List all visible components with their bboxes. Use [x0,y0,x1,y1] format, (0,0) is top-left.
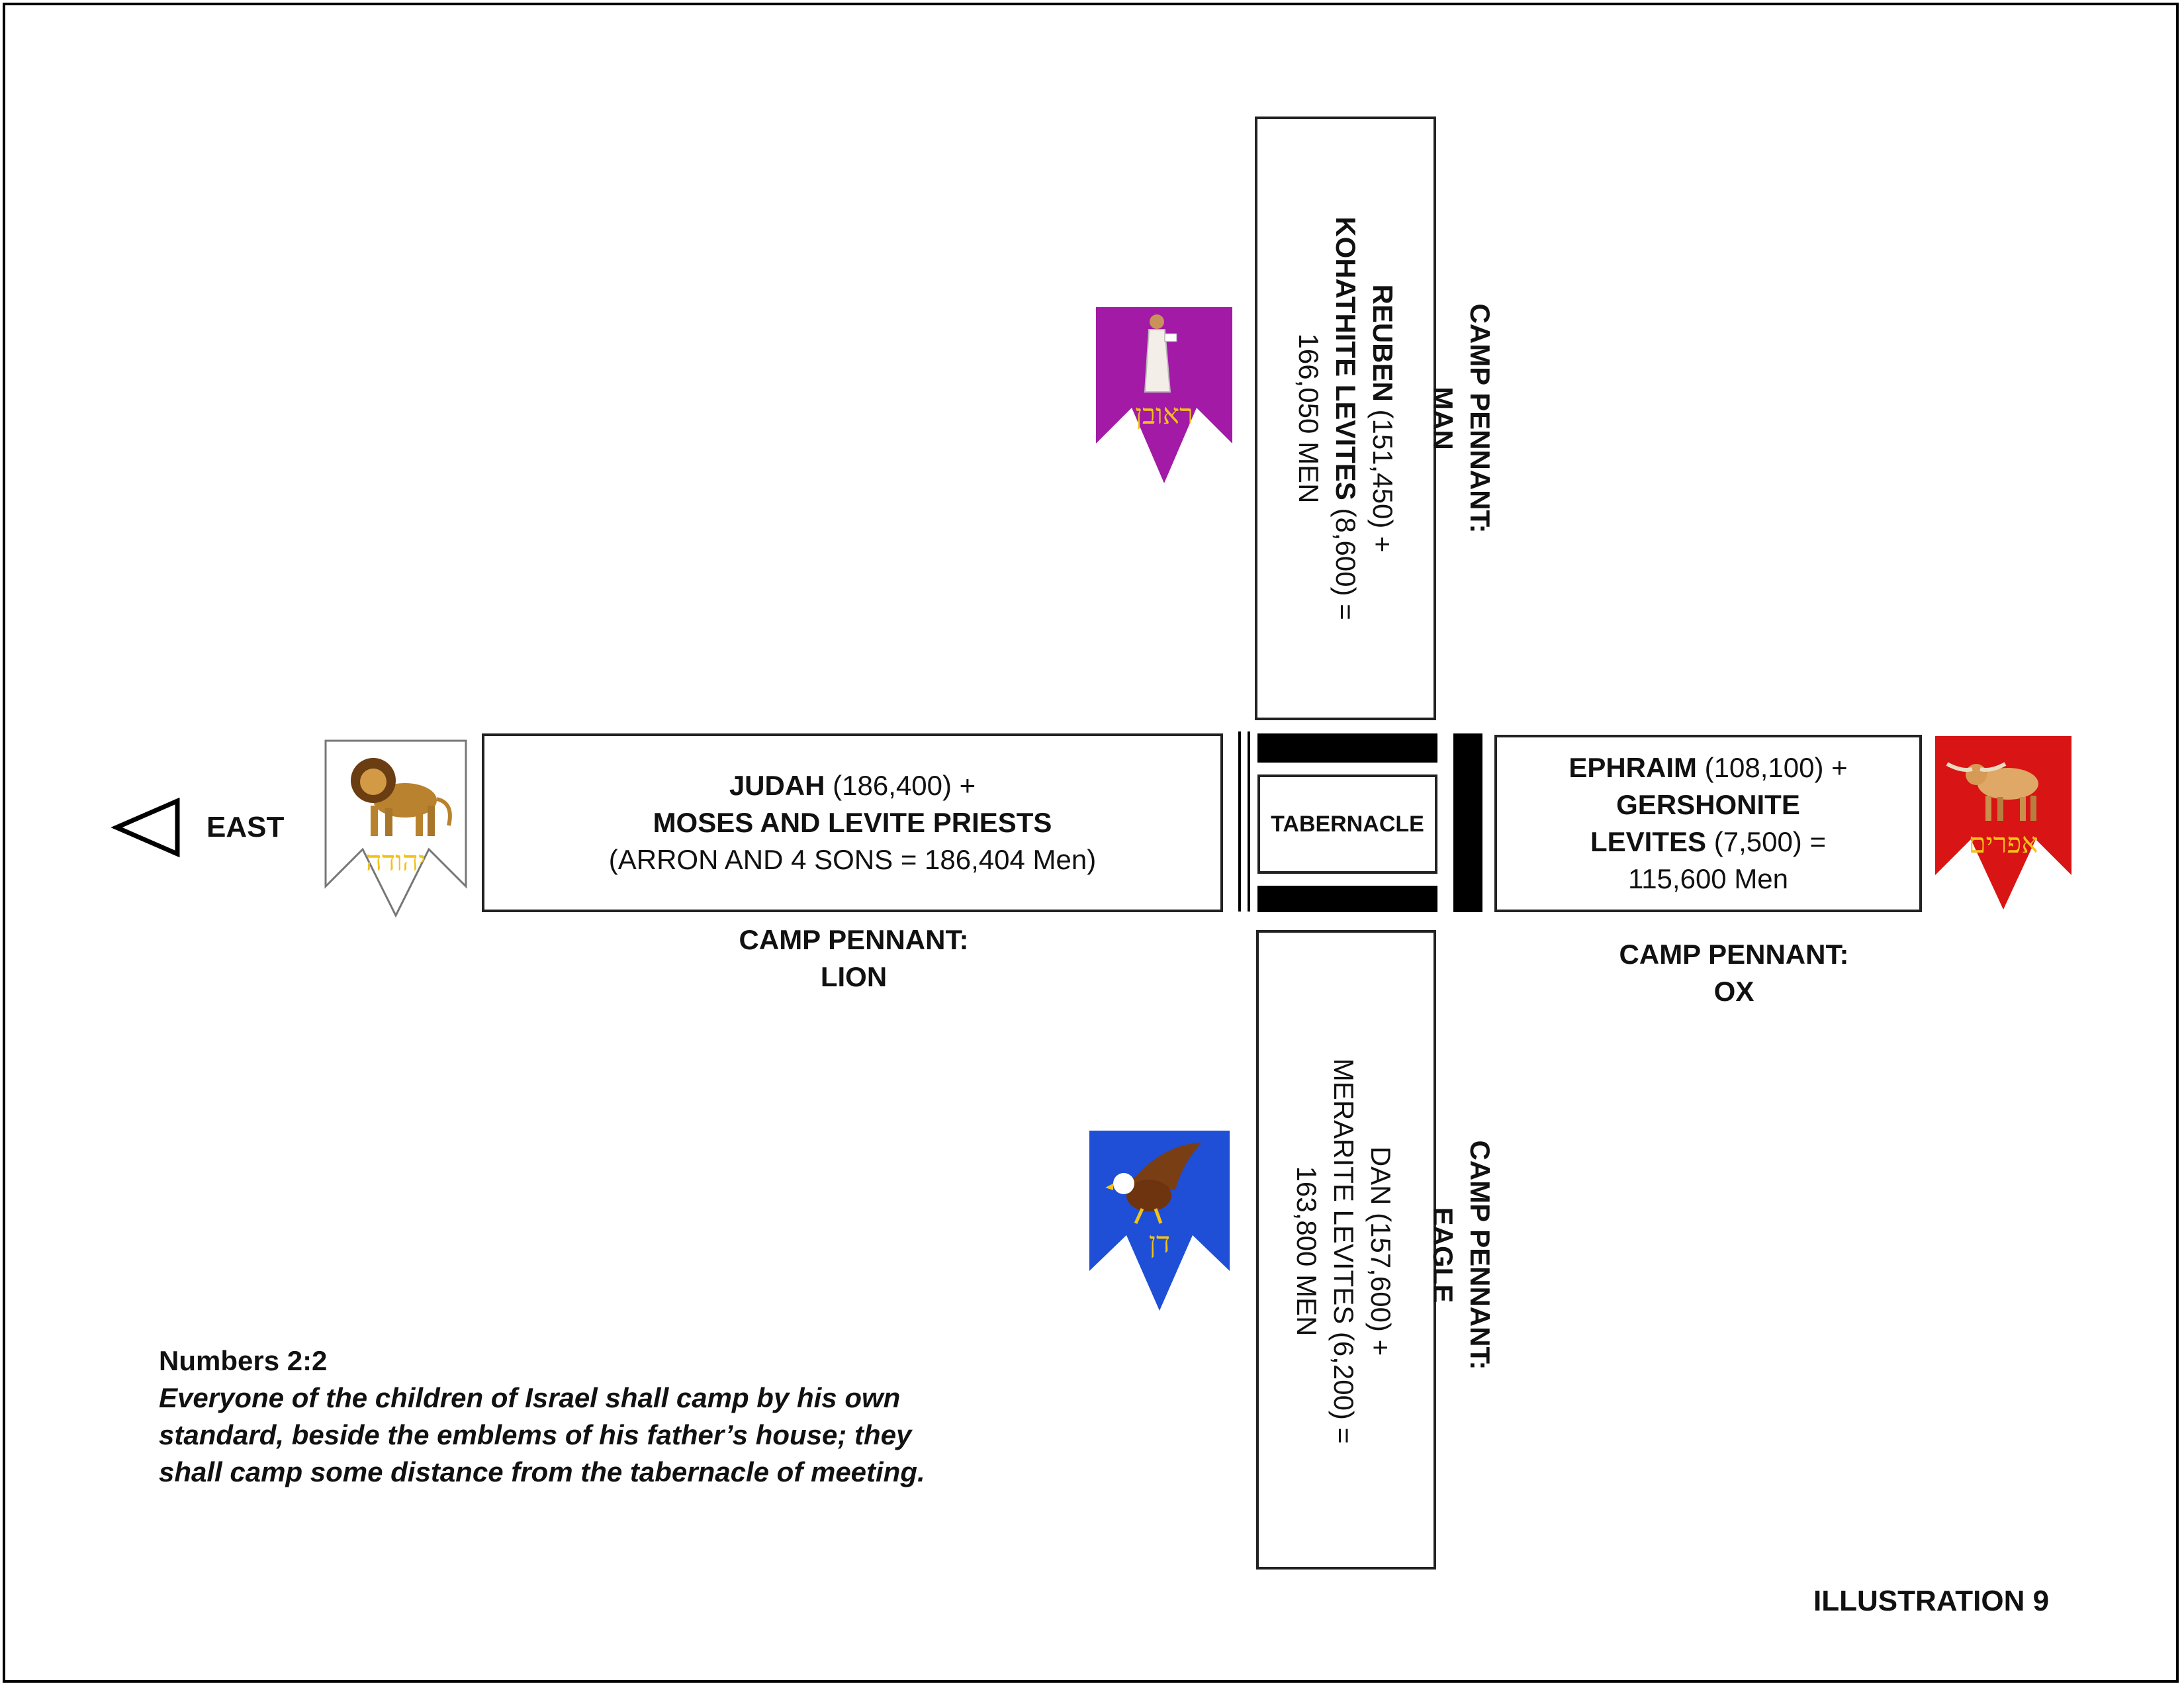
ephraim-camp-box: EPHRAIM (108,100) + GERSHONITE LEVITES (… [1494,735,1922,912]
ephraim-pennant-caption: CAMP PENNANT: OX [1535,936,1933,1010]
reuben-pennant-caption: CAMP PENNANT: MAN [1422,266,1501,571]
judah-tribe-name: JUDAH [729,770,825,801]
dan-caption-1: CAMP PENNANT: [1465,1140,1496,1370]
scripture-reference: Numbers 2:2 [159,1345,328,1376]
reuben-caption-1: CAMP PENNANT: [1465,303,1496,534]
reuben-camp-box [1255,117,1436,720]
ephraim-line-4: 115,600 Men [1627,863,1789,894]
illustration-label: ILLUSTRATION 9 [1813,1585,2050,1617]
reuben-pennant: ראובן [1096,307,1232,483]
dan-camp-text: DAN (157,600) + MERARITE LEVITES (6,200)… [1291,947,1396,1556]
page-frame [3,3,2179,1683]
reuben-pennant-hebrew: ראובן [1135,398,1193,430]
ephraim-tribe-name: EPHRAIM [1569,752,1697,783]
tabernacle-box: TABERNACLE [1257,774,1437,874]
ephraim-line-1: EPHRAIM (108,100) + [1569,749,1847,786]
ephraim-caption-1: CAMP PENNANT: [1619,939,1849,970]
judah-line-3: (ARRON AND 4 SONS = 186,404 Men) [608,844,1097,875]
tabernacle-bottom-bar [1257,886,1437,912]
ephraim-line-3: LEVITES (7,500) = [1590,823,1826,861]
dan-pennant-caption: CAMP PENNANT: EAGLE [1422,1103,1501,1407]
ephraim-line-2: GERSHONITE [1616,789,1800,820]
reuben-caption-2: MAN [1428,387,1459,450]
dan-line-1: DAN (157,600) + [1365,1146,1396,1356]
left-divider-line-2 [1248,731,1250,912]
dan-line-2: MERARITE LEVITES (6,200) = [1328,1058,1359,1444]
lion-icon [351,758,452,836]
left-divider-line-1 [1238,731,1241,912]
man-icon [1144,314,1177,393]
ephraim-caption-2: OX [1713,976,1754,1007]
judah-tribe-count: (186,400) + [833,770,976,801]
right-divider-bar [1453,733,1482,912]
judah-camp-box: JUDAH (186,400) + MOSES AND LEVITE PRIES… [482,733,1223,912]
ox-icon [1946,762,2038,821]
scripture-line-2: standard, beside the emblems of his fath… [159,1419,912,1450]
east-arrow-icon [111,798,180,857]
ephraim-pennant: אפרים [1935,736,2071,910]
dan-camp-box [1256,930,1436,1570]
judah-line-2: MOSES AND LEVITE PRIESTS [653,807,1052,838]
ephraim-levites-2: LEVITES [1590,826,1707,857]
dan-pennant: דן [1089,1131,1230,1311]
reuben-line-3: 166,050 MEN [1293,333,1324,504]
judah-line-1: JUDAH (186,400) + [729,767,976,804]
ephraim-tribe-count: (108,100) + [1704,752,1848,783]
judah-pennant-hebrew: יהודה [366,845,426,877]
east-label: EAST [206,811,285,843]
reuben-levites: KOHATHITE LEVITES [1330,216,1361,500]
scripture-line-1: Everyone of the children of Israel shall… [159,1382,901,1413]
reuben-line-1: REUBEN (151,450) + [1364,284,1401,552]
ephraim-levites-count: (7,500) = [1713,826,1826,857]
judah-pennant-caption: CAMP PENNANT: LION [662,921,1046,996]
judah-caption-2: LION [820,961,887,992]
ephraim-pennant-hebrew: אפרים [1968,827,2038,859]
dan-caption-2: EAGLE [1428,1207,1459,1303]
reuben-levites-count: (8,600) = [1330,508,1361,620]
reuben-camp-text: REUBEN (151,450) + KOHATHITE LEVITES (8,… [1293,114,1398,723]
tabernacle-top-bar [1257,733,1437,763]
judah-caption-1: CAMP PENNANT: [739,924,969,955]
scripture-line-3: shall camp some distance from the tabern… [159,1456,925,1487]
judah-pennant: יהודה [324,739,467,918]
reuben-line-2: KOHATHITE LEVITES (8,600) = [1327,216,1364,620]
reuben-tribe-name: REUBEN [1367,284,1398,402]
tabernacle-label: TABERNACLE [1271,811,1424,837]
eagle-icon [1105,1143,1202,1225]
dan-pennant-hebrew: דן [1149,1226,1170,1260]
reuben-tribe-count: (151,450) + [1367,409,1398,553]
scripture-block: Numbers 2:2 Everyone of the children of … [159,1342,925,1491]
dan-line-3: 163,800 MEN [1291,1166,1322,1336]
